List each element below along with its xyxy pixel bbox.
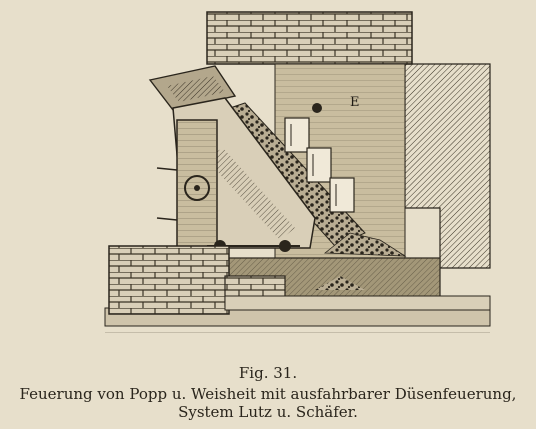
- caption-line-2: System Lutz u. Schäfer.: [178, 403, 358, 421]
- furnace-illustration: E: [104, 11, 491, 338]
- figure-number: Fig. 31.: [238, 364, 298, 382]
- chimney-brickwork: [206, 11, 413, 65]
- sight-hole: [312, 103, 322, 113]
- figure-caption: Fig. 31. Feuerung von Popp u. Weisheit m…: [0, 364, 536, 421]
- handwheel-hub-icon: [194, 185, 200, 191]
- hopper-inner: [167, 76, 225, 102]
- ash-heap-pit: [315, 276, 365, 290]
- ash-pile: [323, 232, 407, 257]
- foundation-slab: [224, 295, 491, 311]
- front-panel-shading: [177, 120, 217, 248]
- arrow-upper-icon: [156, 167, 178, 171]
- carriage-incline: [205, 148, 295, 240]
- arrow-lower-icon: [156, 217, 178, 221]
- callout-letter-e: E: [350, 95, 360, 110]
- handwheel-icon: [184, 175, 210, 201]
- foundation-brickwork: [108, 245, 230, 315]
- nozzle-blocks: [284, 117, 355, 213]
- caption-line-1: Feuerung von Popp u. Weisheit mit ausfah…: [19, 385, 517, 403]
